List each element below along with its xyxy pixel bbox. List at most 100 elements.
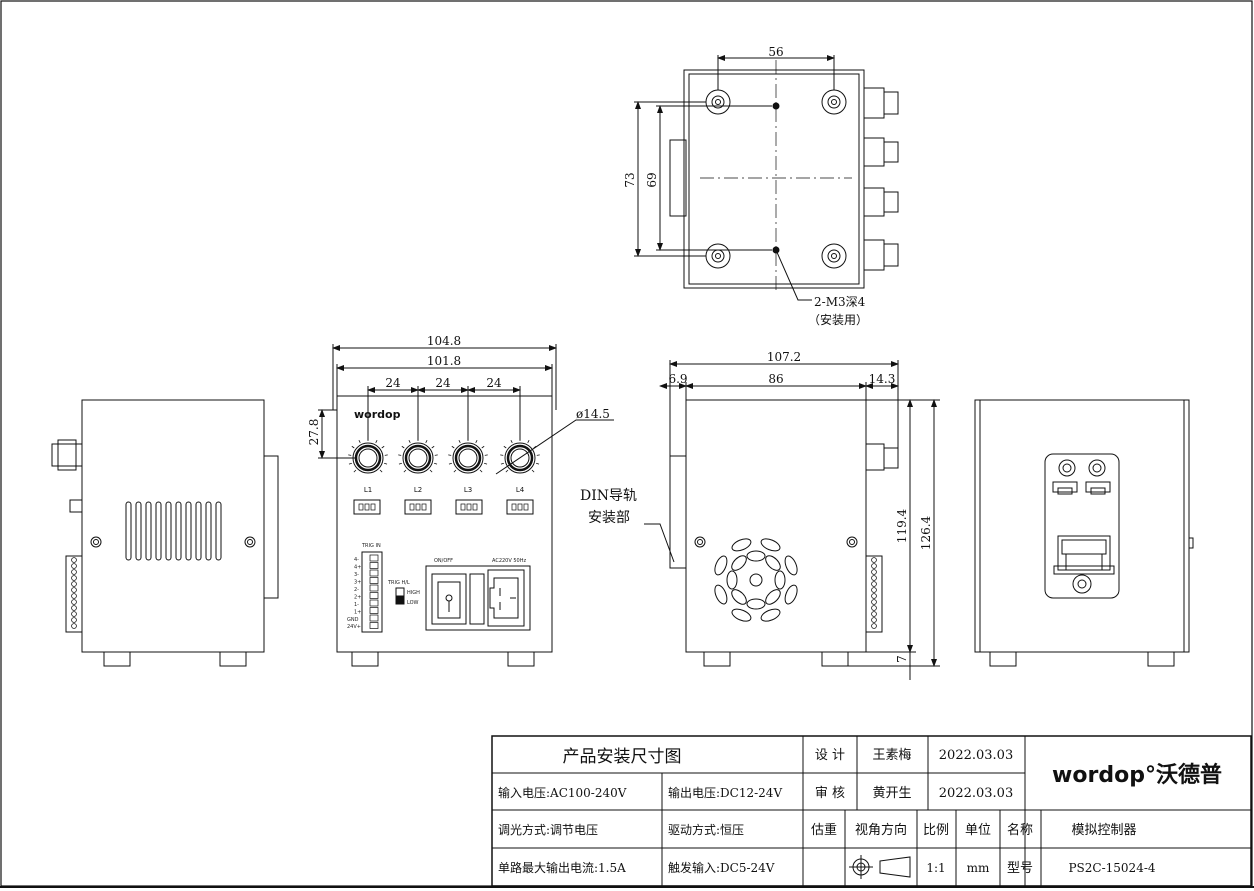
view-label: 视角方向 (855, 822, 907, 838)
terminal-screw (871, 557, 877, 563)
fan-slot-outer (714, 584, 728, 605)
name-value: 模拟控制器 (1071, 823, 1136, 838)
fan-slot-outer (731, 538, 752, 552)
connector-pin (358, 503, 364, 511)
design-label: 设 计 (815, 748, 845, 763)
model-value: PS2C-15024-4 (1068, 861, 1155, 875)
terminal-screw (71, 605, 77, 611)
knob-tick (458, 439, 461, 444)
knob-tick (384, 462, 388, 465)
fan-slot (765, 589, 781, 605)
fan-slot (731, 589, 747, 605)
connector-pin (523, 503, 529, 511)
fan-side-view (644, 360, 940, 680)
knob-tick (475, 439, 478, 444)
vent-slot (155, 501, 162, 561)
knob-tick (448, 462, 452, 465)
left-side-view (51, 399, 279, 667)
vent-slot (145, 501, 152, 561)
terminal-pin-label: 3- (354, 572, 359, 578)
name-label: 名称 (1007, 822, 1033, 838)
knob-tick (375, 439, 378, 444)
terminal-screw (71, 593, 77, 599)
terminal-screw (71, 581, 77, 587)
dim-knob-dia: ø14.5 (576, 407, 610, 421)
terminal-screw (871, 581, 877, 587)
connector-pin (364, 503, 370, 511)
terminal-screw (871, 569, 877, 575)
knob-tick (503, 445, 507, 449)
front-knobs (348, 438, 540, 474)
dim-front-overall: 104.8 (427, 334, 461, 348)
terminal-screw (871, 587, 877, 593)
vent-slot (215, 501, 222, 561)
connector-pin (415, 503, 421, 511)
knob-label-l2: L2 (414, 486, 422, 494)
knob-cap (408, 448, 428, 468)
knob-tick (408, 439, 411, 444)
terminal-pin-label: 3+ (354, 580, 361, 586)
terminal-pin-labels: 4-4+3-3+2-2+1-1+ (354, 557, 361, 616)
terminal-screw (71, 617, 77, 623)
knob-tick (533, 445, 537, 449)
hole-note-sub: （安装用） (808, 312, 868, 327)
terminal-cell (369, 577, 379, 584)
fan-grille (714, 538, 798, 622)
knob-label-l3: L3 (464, 486, 472, 494)
label-24v: 24V+ (347, 624, 361, 630)
weight-label: 估重 (811, 822, 837, 838)
terminal-screw (871, 599, 877, 605)
trig-terminal-cells (369, 554, 379, 629)
trigger-input: 触发输入:DC5-24V (668, 860, 775, 875)
knob-outer (452, 442, 484, 474)
scale-value: 1:1 (926, 861, 945, 875)
fan-slot-outer (714, 555, 728, 576)
terminal-screw (871, 617, 877, 623)
terminal-screw (71, 575, 77, 581)
design-date: 2022.03.03 (939, 748, 1013, 763)
terminal-cell (369, 584, 379, 592)
knob-tick (348, 462, 352, 465)
terminal-screw (871, 611, 877, 617)
terminal-cell (369, 607, 379, 614)
terminal-pin-label: 2- (354, 587, 359, 593)
review-date: 2022.03.03 (939, 786, 1013, 801)
fan-slot-outer (760, 538, 781, 552)
dim-side-h1: 119.4 (895, 508, 909, 543)
knob-tick (403, 469, 407, 473)
knob-tick (358, 439, 361, 444)
terminal-pin-label: 1- (354, 602, 359, 608)
knob-body (506, 444, 534, 472)
connector-pin (511, 503, 517, 511)
max-current: 单路最大输出电流:1.5A (498, 860, 626, 875)
vent-slot (185, 501, 192, 561)
knob-label-l4: L4 (516, 486, 525, 494)
knob-tick (500, 462, 504, 465)
knob-tick (527, 439, 530, 444)
knob-tick (379, 469, 383, 473)
company-logo: wordop°沃德普 (1052, 762, 1222, 788)
knob-tick (536, 462, 540, 465)
dimming-mode: 调光方式:调节电压 (498, 822, 598, 837)
connector-pin (517, 503, 523, 511)
connector-pin (460, 503, 466, 511)
terminal-cell (369, 614, 379, 622)
dim-knob-spacing-3: 24 (486, 376, 502, 390)
drive-mode: 驱动方式:恒压 (668, 822, 744, 837)
knob-tick (434, 462, 438, 465)
terminal-screw (71, 557, 77, 563)
top-view (634, 55, 899, 301)
knob-body (354, 444, 382, 472)
knob-tick (510, 439, 513, 444)
output-voltage: 输出电压:DC12-24V (668, 785, 782, 800)
title-block-grid (491, 735, 1252, 887)
vent-slot (205, 501, 212, 561)
knob-outer (352, 442, 384, 474)
title-text: 产品安装尺寸图 (563, 747, 682, 767)
vent-slot (125, 501, 132, 561)
knob-tick (353, 469, 357, 473)
projection-symbol-icon (849, 855, 911, 879)
designer-name: 王素梅 (872, 748, 911, 763)
dim-knob-spacing-1: 24 (385, 376, 401, 390)
